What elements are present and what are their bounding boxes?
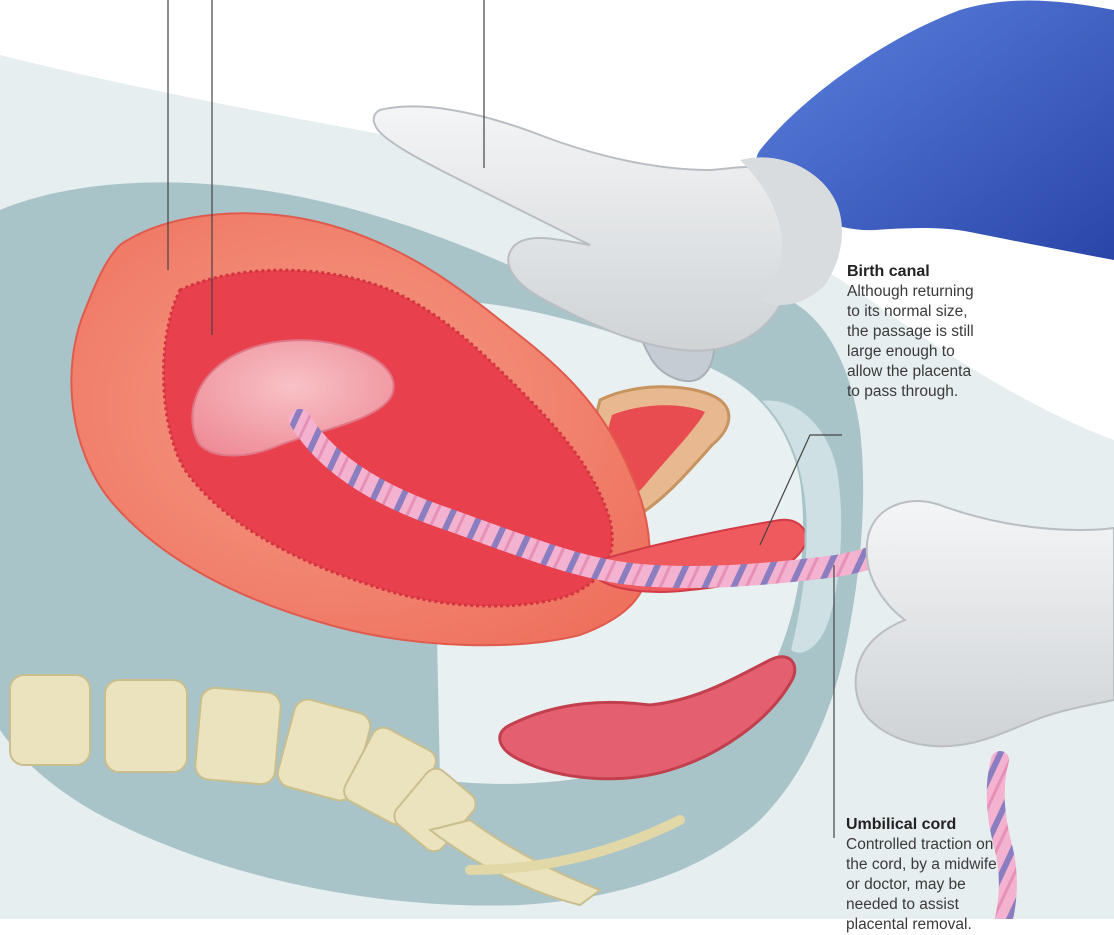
umbilical-cord-line: needed to assist [846,895,1046,915]
umbilical-cord-line: placental removal. [846,915,1046,935]
birth-canal-title: Birth canal [847,262,1037,282]
birth-canal-line: to its normal size, [847,302,1037,322]
birth-canal-description: Although returning to its normal size, t… [847,282,1037,402]
umbilical-cord-line: or doctor, may be [846,875,1046,895]
birth-canal-line: the passage is still [847,322,1037,342]
birth-canal-line: large enough to [847,342,1037,362]
birth-canal-line: Although returning [847,282,1037,302]
umbilical-cord-title: Umbilical cord [846,815,1046,835]
birth-canal-line: to pass through. [847,382,1037,402]
umbilical-cord-label: Umbilical cord Controlled traction on th… [846,815,1046,935]
umbilical-cord-line: Controlled traction on [846,835,1046,855]
birth-canal-label: Birth canal Although returning to its no… [847,262,1037,402]
umbilical-cord-description: Controlled traction on the cord, by a mi… [846,835,1046,935]
birth-canal-line: allow the placenta [847,362,1037,382]
umbilical-cord-line: the cord, by a midwife [846,855,1046,875]
